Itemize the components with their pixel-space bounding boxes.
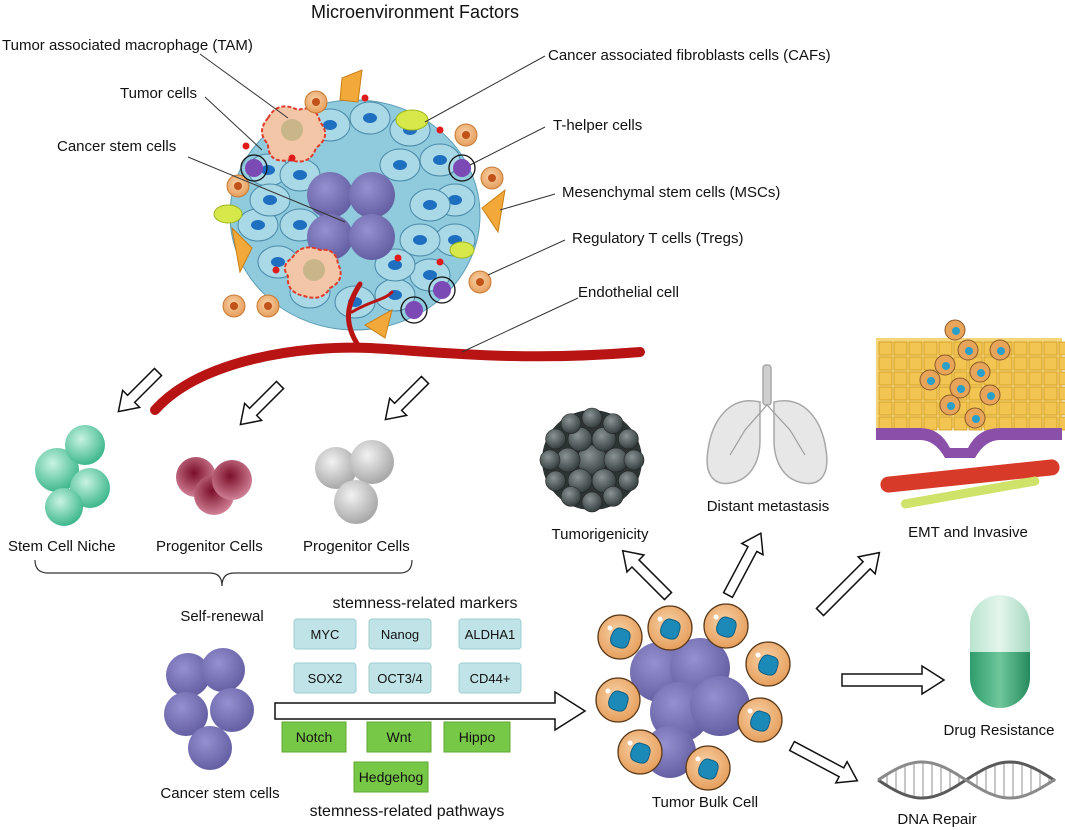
pathway-box: Notch [281, 721, 347, 753]
csc-to-bulk-arrow [274, 690, 587, 732]
self-renewal-bracket [34, 559, 413, 587]
marker-box: ALDHA1 [458, 618, 522, 650]
markers-title: stemness-related markers [333, 595, 518, 612]
marker-label: MYC [311, 627, 340, 642]
circled-stem-cells [240, 154, 476, 324]
fibroblast-cells [213, 69, 506, 339]
outcome-arrows [621, 531, 946, 784]
label-mscs: Mesenchymal stem cells (MSCs) [562, 184, 780, 201]
signal-dots [242, 94, 444, 274]
pathway-box: Wnt [366, 721, 432, 753]
label-emt: EMT and Invasive [908, 524, 1028, 541]
marker-label: ALDHA1 [465, 627, 516, 642]
pathway-label: Notch [296, 729, 333, 745]
diagram-title: Microenvironment Factors [311, 2, 519, 22]
label-endothelial: Endothelial cell [578, 284, 679, 301]
marker-box: CD44+ [458, 662, 522, 694]
pathway-box: Hippo [443, 721, 511, 753]
stem-cell-niche-cluster [35, 425, 110, 526]
cancer-stem-cells-cluster [164, 648, 254, 770]
marker-box: Nanog [368, 618, 432, 650]
marker-box: SOX2 [293, 662, 357, 694]
tumor-microenvironment [150, 69, 645, 415]
pathway-label: Wnt [387, 729, 412, 745]
label-progenitor-2: Progenitor Cells [303, 538, 410, 555]
label-distant-metastasis: Distant metastasis [707, 498, 830, 515]
marker-label: OCT3/4 [377, 671, 423, 686]
blood-vessel [150, 342, 645, 415]
label-cancer-stem-cells: Cancer stem cells [160, 785, 279, 802]
callout-lines [187, 53, 579, 353]
label-tam: Tumor associated macrophage (TAM) [2, 37, 253, 54]
drug-capsule-icon [970, 595, 1030, 708]
marker-label: CD44+ [470, 671, 511, 686]
pathway-label: Hedgehog [359, 769, 424, 785]
tumorigenicity-sphere [539, 407, 645, 513]
label-stem-cell-niche: Stem Cell Niche [8, 538, 116, 555]
label-tumor-bulk: Tumor Bulk Cell [652, 794, 758, 811]
label-tumorigenicity: Tumorigenicity [552, 526, 649, 543]
marker-label: Nanog [381, 627, 419, 642]
label-dna-repair: DNA Repair [897, 811, 976, 828]
label-progenitor-1: Progenitor Cells [156, 538, 263, 555]
label-tumor-cells: Tumor cells [120, 85, 197, 102]
lungs-icon [706, 364, 828, 485]
pathway-label: Hippo [459, 729, 496, 745]
pathways-title: stemness-related pathways [310, 803, 505, 820]
progenitor-red-cluster [176, 457, 252, 515]
cancer-stem-cell-core [307, 172, 395, 260]
progenitor-gray-cluster [315, 440, 394, 524]
marker-box: OCT3/4 [368, 662, 432, 694]
tumor-bulk-cell [595, 603, 791, 791]
dna-helix-icon [877, 760, 1056, 800]
marker-box: MYC [293, 618, 357, 650]
tam-cell [261, 105, 342, 299]
label-cafs: Cancer associated fibroblasts cells (CAF… [548, 47, 831, 64]
label-drug-resistance: Drug Resistance [944, 722, 1055, 739]
emt-invasion-image [876, 319, 1065, 509]
label-tregs: Regulatory T cells (Tregs) [572, 230, 743, 247]
marker-label: SOX2 [308, 671, 343, 686]
pathway-box: Hedgehog [353, 761, 429, 793]
niche-arrows [117, 367, 430, 426]
label-cancer-stem-cells-top: Cancer stem cells [57, 138, 176, 155]
vessel-branch [345, 281, 363, 351]
label-self-renewal: Self-renewal [180, 608, 263, 625]
label-t-helper: T-helper cells [553, 117, 642, 134]
